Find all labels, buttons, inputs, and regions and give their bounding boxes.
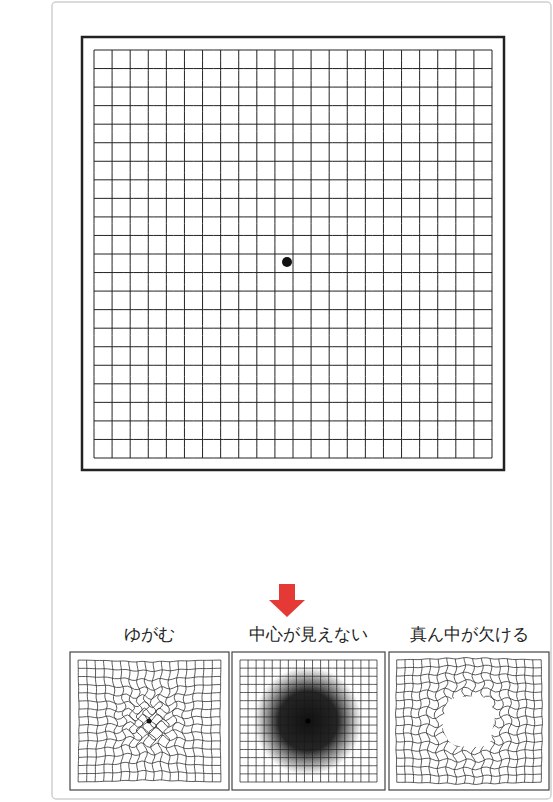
grid-frame (232, 652, 385, 790)
panel-frame (52, 2, 551, 799)
grid-frame (70, 652, 229, 790)
center-dot (282, 257, 292, 267)
center-dot (147, 719, 152, 724)
amsler-grid (240, 660, 377, 782)
symptom-label: 真ん中が欠ける (410, 624, 529, 644)
distorted-grid (78, 660, 221, 782)
missing-area (443, 696, 495, 747)
symptom-label: 中心が見えない (249, 624, 368, 644)
down-arrow (269, 584, 305, 617)
grid-frame (389, 652, 549, 790)
dark-spot (254, 667, 362, 775)
center-dot (306, 719, 311, 724)
distorted-grid (396, 658, 543, 785)
amsler-grid (94, 50, 492, 458)
symptom-label: ゆがむ (124, 624, 175, 644)
grid-frame (82, 37, 504, 470)
